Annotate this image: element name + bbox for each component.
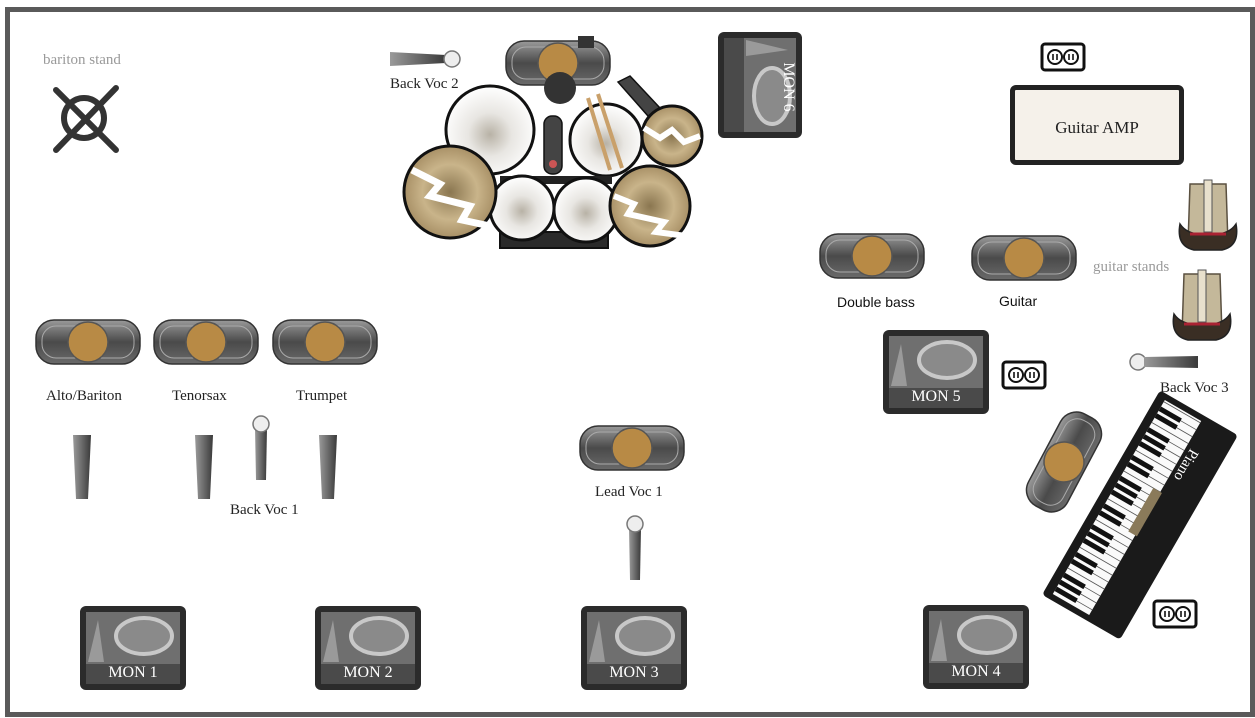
piano-black-key (1114, 482, 1138, 500)
lead-voc-mic-icon (626, 515, 644, 581)
trumpet-label: Trumpet (296, 388, 348, 404)
seat-lead-voc-icon (579, 425, 685, 471)
piano-key-line (1163, 401, 1201, 424)
back-voc-3-label: Back Voc 3 (1160, 380, 1229, 396)
back-voc-2-label: Back Voc 2 (390, 76, 459, 92)
back-voc-3-mic-icon (1129, 353, 1198, 371)
alto-bariton-label: Alto/Bariton (46, 388, 122, 404)
double-bass-label: Double bass (837, 294, 915, 310)
back-voc-1-mic-icon (252, 415, 270, 481)
piano-black-key (1054, 586, 1078, 603)
piano-black-key (1118, 475, 1142, 493)
piano-black-key (1086, 531, 1110, 548)
seat-trumpet-icon (272, 319, 378, 365)
monitor-2-label: MON 2 (343, 664, 393, 681)
seat-alto-bariton-icon (35, 319, 141, 365)
bariton-stand-icon (53, 85, 119, 153)
bariton-stand-label: bariton stand (43, 52, 121, 68)
piano-black-key (1130, 454, 1154, 472)
piano-key-line (1151, 422, 1189, 444)
guitar-stand-icon (1177, 178, 1239, 252)
piano-black-key (1154, 413, 1178, 430)
piano-black-key (1102, 503, 1126, 520)
seat-double-bass-icon (819, 233, 925, 279)
lead-voc-1-label: Lead Voc 1 (595, 484, 663, 500)
monitor-6-label: MON 6 (780, 62, 797, 112)
drum-kit-icon (402, 36, 704, 249)
guitar-stands-label: guitar stands (1093, 259, 1170, 275)
piano-black-key (1146, 427, 1170, 444)
piano-black-key (1074, 551, 1098, 569)
monitor-1-label: MON 1 (108, 664, 158, 681)
piano-black-key (1062, 572, 1086, 590)
piano-black-key (1138, 441, 1162, 458)
back-voc-2-mic-icon (390, 50, 461, 68)
piano-black-key (1126, 461, 1150, 479)
mic-stand-icon (73, 435, 91, 499)
guitar-amp-label: Guitar AMP (1055, 118, 1139, 137)
seat-piano-icon (1019, 405, 1109, 519)
piano-key-line (1135, 449, 1173, 472)
guitar-label: Guitar (999, 293, 1038, 309)
power-outlet-icon (1040, 42, 1086, 72)
piano-black-key (1070, 558, 1094, 576)
piano-black-key (1098, 510, 1122, 527)
stage-frame (5, 7, 1255, 717)
piano-black-key (1058, 579, 1082, 597)
power-outlet-icon (1152, 599, 1198, 629)
piano-key-line (1079, 546, 1117, 569)
tenorsax-label: Tenorsax (172, 388, 227, 404)
piano-black-key (1142, 434, 1166, 451)
mic-stand-icon (319, 435, 337, 499)
guitar-amp: Guitar AMP (1010, 85, 1184, 165)
monitor-3-label: MON 3 (609, 664, 659, 681)
piano-black-key (1082, 538, 1106, 555)
power-outlet-icon (1001, 360, 1047, 390)
piano-black-key (1158, 406, 1182, 423)
monitor-5-label: MON 5 (911, 388, 961, 405)
seat-tenorsax-icon (153, 319, 259, 365)
monitor-4-label: MON 4 (951, 663, 1001, 680)
guitar-stand-icon (1171, 268, 1233, 342)
piano-black-key (1090, 524, 1114, 541)
back-voc-1-label: Back Voc 1 (230, 502, 299, 518)
piano-black-key (1110, 489, 1134, 506)
piano-key-line (1095, 519, 1133, 541)
piano-key-line (1067, 567, 1105, 590)
seat-guitar-icon (971, 235, 1077, 281)
piano-icon (1043, 391, 1237, 639)
mic-stand-icon (195, 435, 213, 499)
piano-key-line (1123, 470, 1161, 493)
